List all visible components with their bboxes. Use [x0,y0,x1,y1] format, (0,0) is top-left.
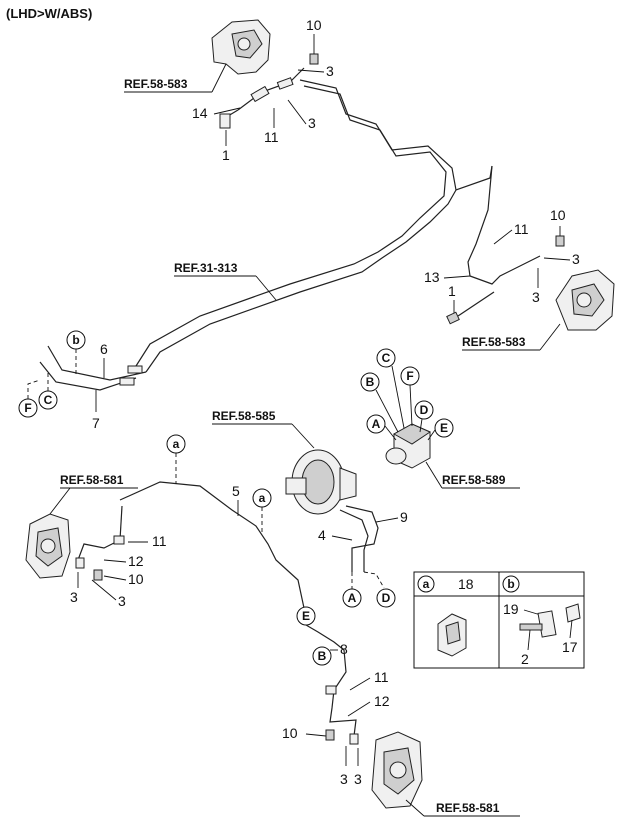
part-4: 4 [318,527,326,543]
part-3-bottom-a: 3 [340,771,348,787]
detail-box: a 18 b 19 2 17 [413,571,585,669]
top-bolt-10 [309,34,319,65]
svg-text:REF.58-585: REF.58-585 [212,409,276,423]
svg-text:C: C [382,351,391,365]
detail-letter-a: a [423,577,430,591]
part-1-right: 1 [448,283,456,299]
part-10-right: 10 [550,207,566,223]
ref-front-caliper-right: REF.58-583 [462,323,561,351]
svg-text:F: F [24,401,31,415]
lines-4-9 [339,505,379,572]
part-12-left: 12 [128,553,144,569]
diagram-header: (LHD>W/ABS) [6,6,92,21]
connector-A-low [342,588,362,608]
line-5 [119,481,305,609]
part-11-right: 11 [514,221,529,237]
ref-rear-caliper-bottom: REF.58-581 [405,799,520,817]
part-1-top: 1 [222,147,230,163]
connector-C-abs [376,348,396,368]
part-6: 6 [100,341,108,357]
svg-text:REF.58-583: REF.58-583 [124,77,188,91]
connector-D-abs [414,400,434,420]
part-7: 7 [92,415,100,431]
ref-brake-line: REF.31-313 [174,261,277,301]
svg-text:REF.58-589: REF.58-589 [442,473,506,487]
part-9: 9 [400,509,408,525]
part-11-left: 11 [152,533,167,549]
part-3-top-b: 3 [308,115,316,131]
svg-text:a: a [173,437,180,451]
part-10-left: 10 [128,571,144,587]
ref-rear-caliper-left: REF.58-581 [49,473,138,515]
part-10-bottom: 10 [282,725,298,741]
svg-text:E: E [440,421,448,435]
part-3-right-a: 3 [572,251,580,267]
part-11-bottom: 11 [374,669,389,685]
connector-B-low [312,646,332,666]
main-brake-lines [135,79,541,373]
rear-caliper-left [25,513,71,579]
svg-text:b: b [72,333,79,347]
left-rear-hose [75,535,125,569]
svg-text:D: D [420,403,429,417]
connector-A-abs [366,414,386,434]
part-14-top: 14 [192,105,208,121]
svg-text:B: B [318,649,327,663]
front-caliper-top [211,19,271,75]
ref-abs-unit: REF.58-589 [425,461,520,489]
rear-caliper-bottom [371,731,423,809]
ref-front-caliper-top: REF.58-583 [124,63,227,93]
svg-text:REF.58-583: REF.58-583 [462,335,526,349]
detail-part-17: 17 [562,639,578,655]
connector-B-abs [360,372,380,392]
lines-6-7 [39,345,147,391]
part-3-bottom-b: 3 [354,771,362,787]
part-8: 8 [340,641,348,657]
part-10-top: 10 [306,17,322,33]
part-3-right-b: 3 [532,289,540,305]
part-13-right: 13 [424,269,440,285]
svg-text:A: A [372,417,381,431]
connector-E-abs [434,418,454,438]
front-caliper-right [555,269,615,331]
svg-text:F: F [406,369,413,383]
svg-text:REF.58-581: REF.58-581 [60,473,124,487]
part-3-top-a: 3 [326,63,334,79]
detail-part-18: 18 [458,576,474,592]
bottom-rear-hose [325,649,359,745]
detail-part-19: 19 [503,601,519,617]
svg-text:C: C [44,393,53,407]
part-12-bottom: 12 [374,693,390,709]
part-3-left-b: 3 [118,593,126,609]
top-brake-hose [219,67,305,129]
brake-booster [285,449,357,515]
connector-D-low [376,588,396,608]
abs-unit [385,423,432,469]
part-11-top: 11 [264,129,279,145]
svg-text:REF.58-581: REF.58-581 [436,801,500,815]
svg-text:a: a [259,491,266,505]
svg-text:E: E [302,609,310,623]
svg-text:REF.31-313: REF.31-313 [174,261,238,275]
detail-letter-b: b [507,577,514,591]
svg-text:B: B [366,375,375,389]
ref-booster: REF.58-585 [212,409,315,449]
detail-part-2: 2 [521,651,529,667]
svg-text:D: D [382,591,391,605]
part-3-left-a: 3 [70,589,78,605]
part-5: 5 [232,483,240,499]
svg-text:A: A [348,591,357,605]
